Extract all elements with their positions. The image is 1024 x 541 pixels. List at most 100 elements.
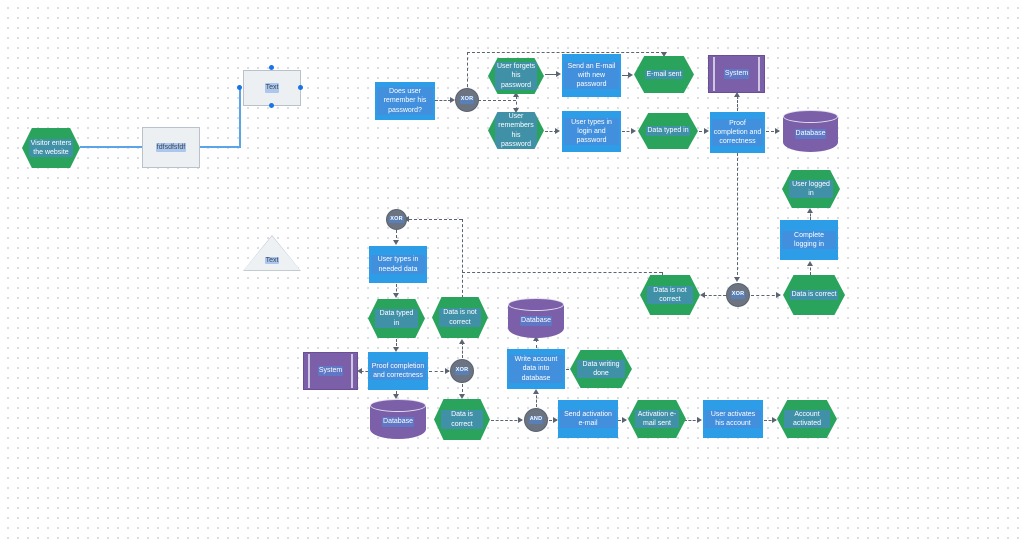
event-data-is-correct-bottom[interactable]: Data is correct [434, 399, 490, 440]
event-data-writing-done[interactable]: Data writing done [570, 350, 632, 388]
selection-handle[interactable] [269, 65, 274, 70]
edge-xor-to-emailsent-top[interactable] [467, 52, 664, 53]
edge-loop-to-xor-mid[interactable] [409, 219, 462, 220]
arrowhead [807, 208, 813, 213]
edge-sendmail-to-emailsent[interactable] [622, 75, 631, 76]
function-user-activates-account[interactable]: User activates his account [703, 400, 763, 438]
edge-typesneeded-to-datatyped[interactable] [396, 284, 397, 296]
edge-correct-to-completelogging[interactable] [810, 263, 811, 275]
edge-completelogging-to-loggedin[interactable] [810, 210, 811, 220]
edge-datatyped-to-proof[interactable] [699, 131, 707, 132]
edge-writeaccount-to-database[interactable] [536, 339, 537, 348]
database-cylinder-middle[interactable]: Database [508, 298, 564, 338]
node-label: Does user remember his password? [377, 87, 433, 115]
event-visitor-enters-website[interactable]: Visitor enters the website [22, 128, 80, 168]
arrowhead [459, 394, 465, 399]
function-does-user-remember[interactable]: Does user remember his password? [375, 82, 435, 120]
node-label: Activation e-mail sent [635, 409, 679, 429]
edge-proof-to-xor-bottom[interactable] [429, 371, 449, 372]
selection-handle[interactable] [237, 85, 242, 90]
arrowhead [450, 97, 455, 103]
edge-notcorrect-right-loop[interactable] [462, 272, 662, 273]
edge-proof-to-xor-right[interactable] [737, 153, 738, 280]
edge-and-to-writeaccount[interactable] [536, 391, 537, 407]
event-data-not-correct-right[interactable]: Data is not correct [640, 275, 700, 315]
arrowhead [734, 277, 740, 282]
function-send-activation-email[interactable]: Send activation e-mail [558, 400, 618, 438]
edge-forgets-to-sendmail[interactable] [545, 74, 559, 75]
edge-proof-to-system-top[interactable] [737, 96, 738, 111]
system-box-bottom[interactable]: System [303, 352, 358, 390]
event-user-remembers-password[interactable]: User remembers his password [488, 112, 544, 149]
function-write-account-data[interactable]: Write account data into database [507, 349, 565, 389]
operator-xor-top[interactable]: XOR [455, 88, 479, 112]
edge-placeholder-to-text-vertical[interactable] [239, 88, 241, 147]
event-user-forgets-password[interactable]: User forgets his password [488, 58, 544, 94]
event-data-typed-in-top[interactable]: Data typed in [638, 113, 698, 149]
arrowhead [357, 368, 362, 374]
node-label: Proof completion and correctness [370, 361, 426, 381]
event-activation-email-sent[interactable]: Activation e-mail sent [628, 400, 686, 438]
edge-correct-to-and[interactable] [491, 420, 522, 421]
database-cylinder-top[interactable]: Database [783, 110, 838, 152]
edge-remembers-to-typeslogin[interactable] [545, 131, 557, 132]
edge-visitor-to-placeholder[interactable] [80, 146, 142, 148]
arrowhead [556, 71, 561, 77]
edge-xor-to-emailsent-up[interactable] [467, 52, 468, 87]
node-label: User forgets his password [495, 62, 537, 90]
edge-xor-to-notcorrect-mid[interactable] [462, 342, 463, 358]
text-box-selected[interactable]: Text [243, 70, 301, 106]
database-cylinder-bottom[interactable]: Database [370, 399, 426, 439]
node-label: XOR [389, 215, 404, 224]
edge-loop-vertical[interactable] [462, 219, 463, 298]
edge-proof-to-system-bottom[interactable] [361, 371, 368, 372]
operator-xor-right[interactable]: XOR [726, 283, 750, 307]
arrowhead [628, 72, 633, 78]
event-email-sent[interactable]: E-mail sent [634, 56, 694, 93]
node-label: E-mail sent [645, 69, 683, 80]
edge-xor-to-notcorrect-right[interactable] [704, 295, 726, 296]
function-proof-completion-bottom[interactable]: Proof completion and correctness [368, 352, 428, 390]
placeholder-text-box[interactable]: fdfsdfsfdf [142, 127, 200, 168]
node-label: System [317, 366, 344, 376]
event-account-activated[interactable]: Account activated [777, 400, 837, 438]
edge-xor-to-correct-bottom[interactable] [462, 384, 463, 397]
edge-xor-to-correct-right[interactable] [751, 295, 780, 296]
edge-placeholder-to-text[interactable] [199, 146, 241, 148]
triangle-shape[interactable]: Text [243, 235, 301, 271]
edge-doesuser-to-xor[interactable] [435, 100, 451, 101]
edge-xor-to-typesneeded[interactable] [396, 230, 397, 243]
system-box-top[interactable]: System [708, 55, 765, 93]
operator-xor-bottom[interactable]: XOR [450, 359, 474, 383]
node-label: Visitor enters the website [29, 138, 73, 158]
node-label: Data is not correct [647, 285, 693, 305]
node-label: User activates his account [705, 409, 761, 429]
edge-activates-to-activated[interactable] [764, 420, 776, 421]
edge-notcorrect-right-loop-drop[interactable] [662, 272, 663, 276]
arrowhead [697, 417, 702, 423]
operator-xor-middle[interactable]: XOR [386, 209, 407, 230]
edge-typeslogin-to-datatyped[interactable] [622, 131, 634, 132]
edge-proof-to-database-top[interactable] [766, 131, 779, 132]
operator-and[interactable]: AND [524, 408, 548, 432]
edge-sent-to-activates[interactable] [684, 420, 700, 421]
function-send-email-new-password[interactable]: Send an E-mail with new password [562, 54, 621, 97]
function-types-login-password[interactable]: User types in login and password [562, 111, 621, 152]
edge-xor-branch-vertical[interactable] [516, 96, 517, 116]
event-data-not-correct-middle[interactable]: Data is not correct [432, 297, 488, 338]
function-complete-logging-in[interactable]: Complete logging in [780, 220, 838, 260]
edge-datatyped-to-proof-bottom[interactable] [396, 339, 397, 350]
arrowhead [513, 92, 519, 97]
node-label: Data writing done [577, 359, 625, 379]
edge-xor-branch[interactable] [478, 100, 516, 101]
event-data-is-correct-right[interactable]: Data is correct [783, 275, 845, 315]
selection-handle[interactable] [298, 85, 303, 90]
selection-handle[interactable] [269, 103, 274, 108]
event-user-logged-in[interactable]: User logged in [782, 170, 840, 208]
node-label: Write account data into database [509, 355, 563, 383]
function-types-needed-data[interactable]: User types in needed data [369, 246, 427, 283]
node-label: User remembers his password [495, 112, 537, 149]
function-proof-completion-top[interactable]: Proof completion and correctness [710, 112, 765, 153]
event-data-typed-in-middle[interactable]: Data typed in [368, 299, 425, 338]
